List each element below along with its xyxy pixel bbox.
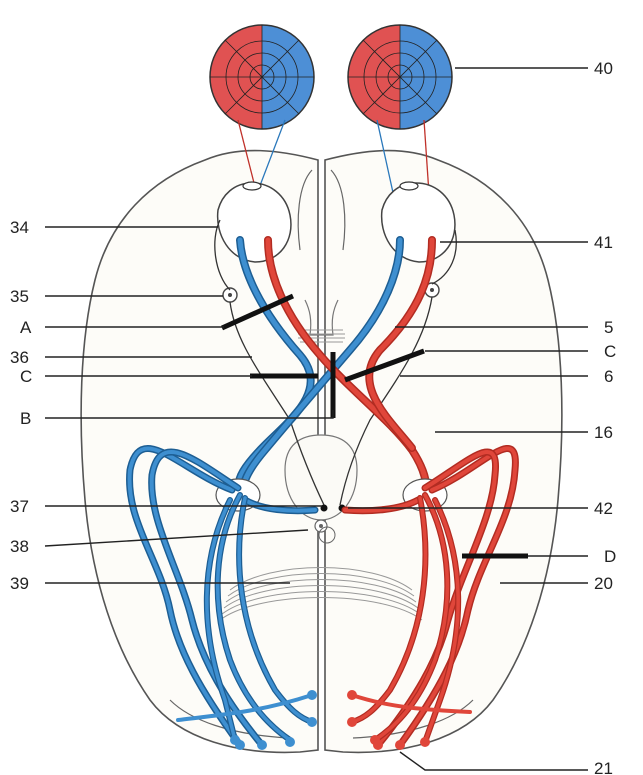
- label-34: 34: [10, 218, 29, 237]
- label-5: 5: [604, 318, 613, 337]
- label-d: D: [604, 547, 616, 566]
- label-41: 41: [594, 233, 613, 252]
- label-39: 39: [10, 574, 29, 593]
- label-36: 36: [10, 348, 29, 367]
- label-20: 20: [594, 574, 613, 593]
- label-16: 16: [594, 423, 613, 442]
- label-c-right: C: [604, 342, 616, 361]
- label-37: 37: [10, 497, 29, 516]
- label-6: 6: [604, 367, 613, 386]
- left-visual-field: [210, 25, 314, 129]
- label-21: 21: [594, 759, 613, 775]
- label-42: 42: [594, 499, 613, 518]
- label-35: 35: [10, 287, 29, 306]
- label-38: 38: [10, 537, 29, 556]
- label-a: A: [20, 318, 32, 337]
- label-c-left: C: [20, 367, 32, 386]
- label-40: 40: [594, 59, 613, 78]
- label-b: B: [20, 409, 31, 428]
- right-visual-field: [348, 25, 452, 129]
